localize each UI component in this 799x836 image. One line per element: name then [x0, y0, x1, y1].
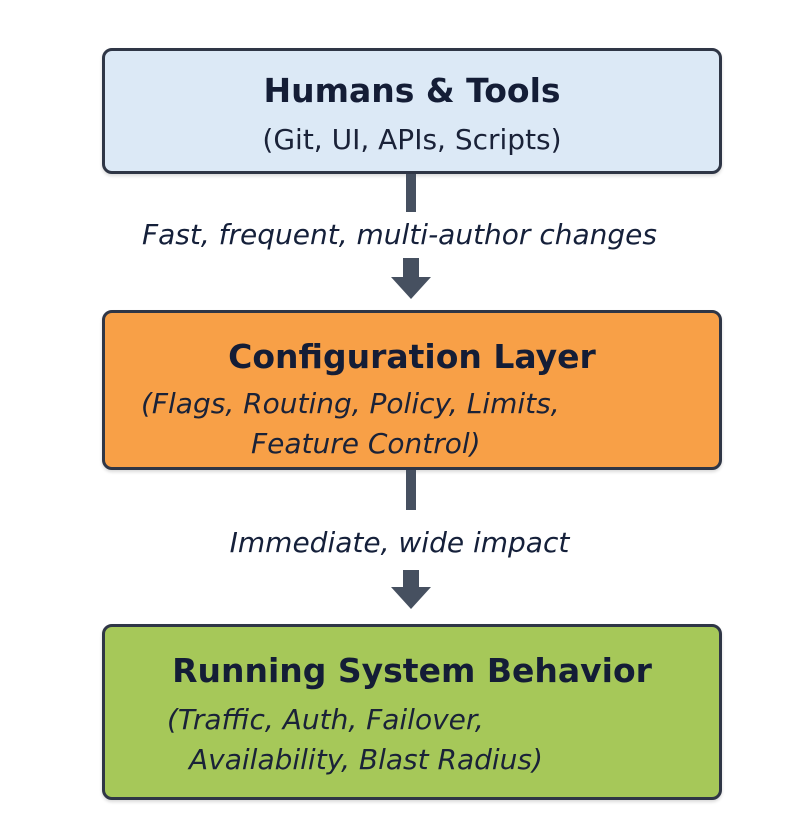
node-running-system-behavior: Running System Behavior (Traffic, Auth, … [102, 624, 722, 800]
edge-label-2: Immediate, wide impact [229, 526, 570, 559]
node-subtitle: (Git, UI, APIs, Scripts) [262, 123, 562, 156]
node-subtitle-line2: Feature Control) [251, 427, 481, 460]
edge-label-1: Fast, frequent, multi-author changes [142, 218, 657, 251]
node-title: Humans & Tools [263, 71, 561, 110]
node-subtitle-line1: (Traffic, Auth, Failover, [167, 703, 484, 736]
node-title: Running System Behavior [172, 651, 652, 690]
node-subtitle-line1: (Flags, Routing, Policy, Limits, [141, 387, 560, 420]
arrow-stem-2 [403, 570, 419, 588]
edge-connector-line [406, 174, 416, 212]
arrow-down-icon [391, 587, 431, 609]
node-configuration-layer: Configuration Layer (Flags, Routing, Pol… [102, 310, 722, 470]
arrow-down-icon [391, 277, 431, 299]
edge-connector-line [406, 470, 416, 510]
arrow-stem-1 [403, 258, 419, 278]
node-title: Configuration Layer [228, 337, 596, 376]
node-subtitle-line2: Availability, Blast Radius) [189, 743, 543, 776]
node-humans-and-tools: Humans & Tools (Git, UI, APIs, Scripts) [102, 48, 722, 174]
